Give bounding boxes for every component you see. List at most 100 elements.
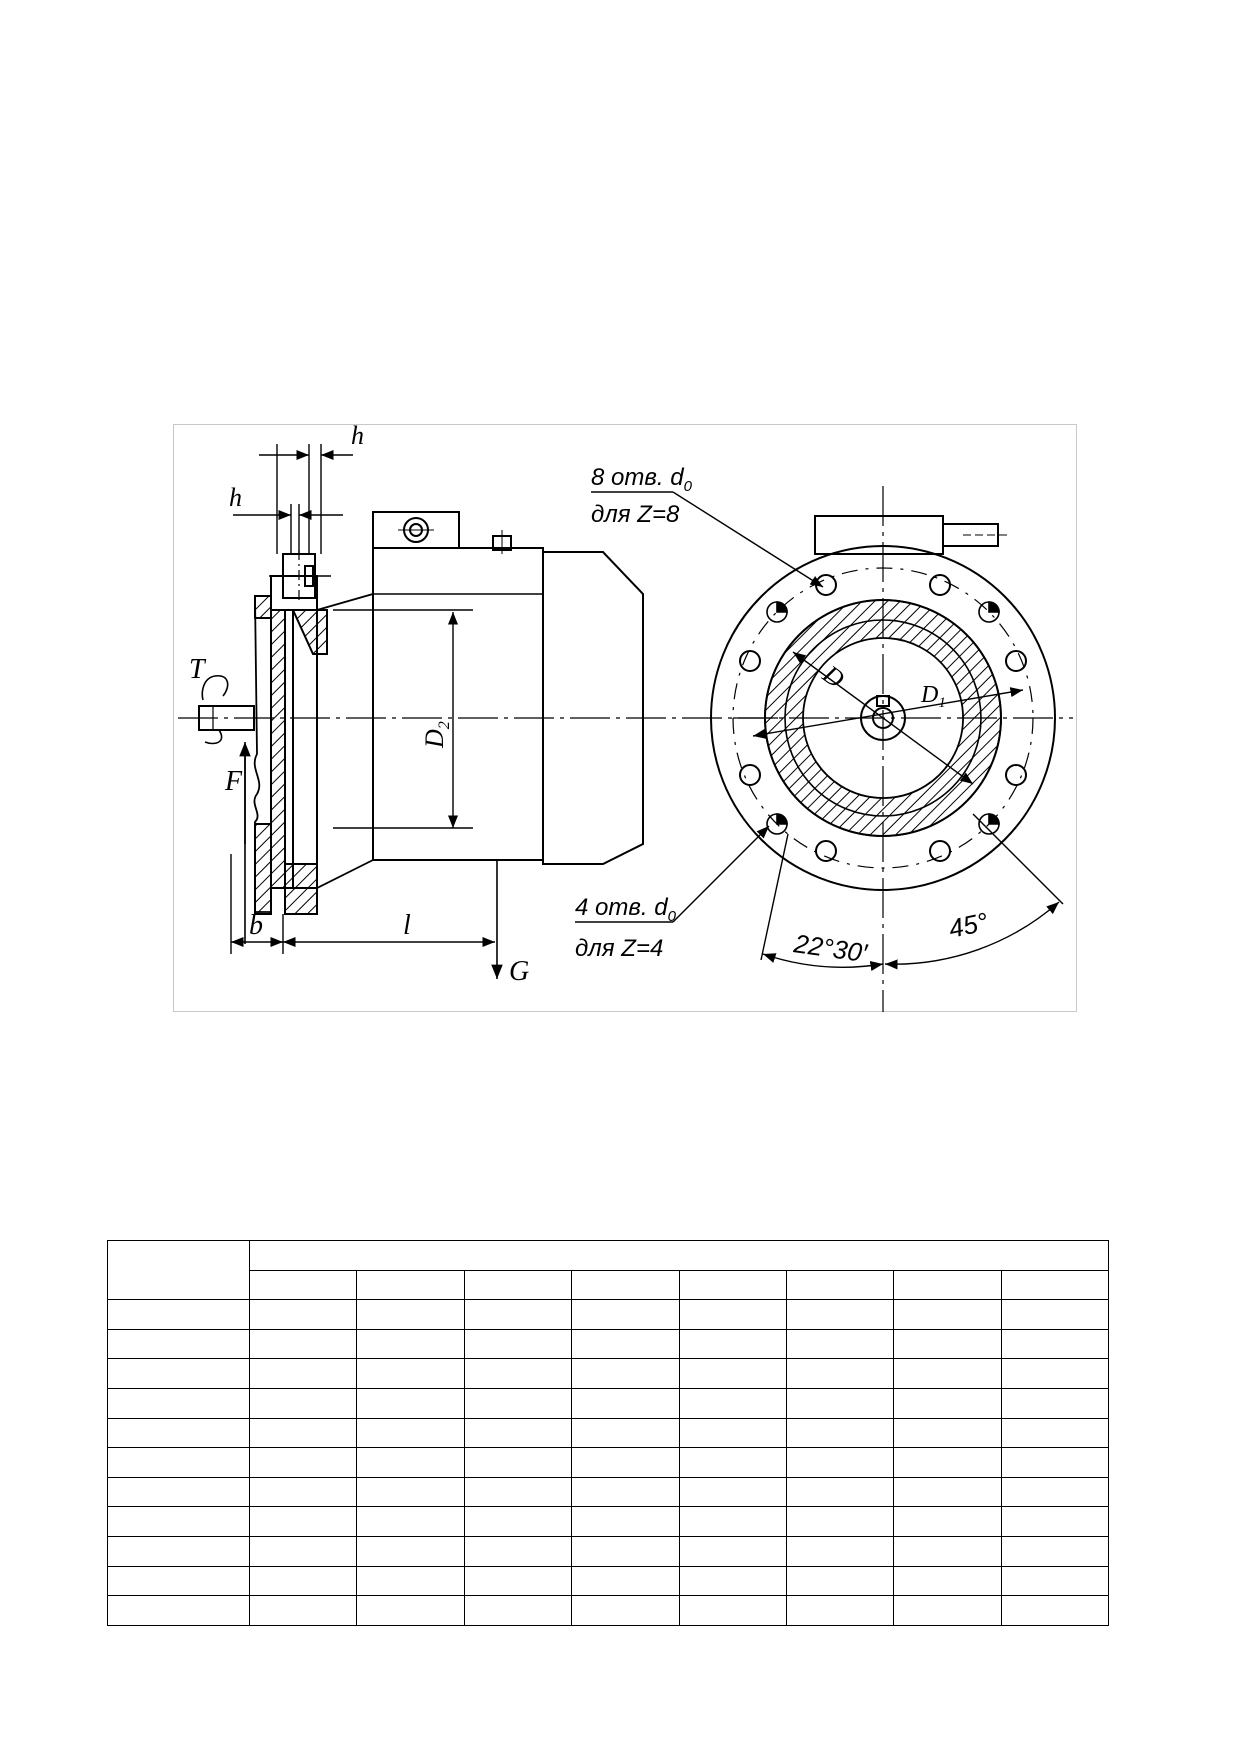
table-row (107, 1506, 1110, 1538)
table-cell (678, 1328, 787, 1360)
table-cell (463, 1476, 573, 1508)
table-cell (463, 1358, 573, 1390)
table-cell (107, 1476, 250, 1508)
table-cell (248, 1417, 358, 1449)
angle-small-label: 22°30′ (791, 928, 870, 968)
table-cell (463, 1299, 573, 1330)
table-subheader-row (108, 1269, 1110, 1301)
table-cell (785, 1476, 895, 1508)
table-cell (785, 1506, 895, 1538)
table-cell (356, 1417, 465, 1449)
moment-T-label: T (189, 654, 207, 685)
table-cell (785, 1299, 895, 1330)
table-cell (1000, 1536, 1110, 1567)
dim-D1-group: D1 (920, 682, 946, 711)
table-cell (785, 1536, 895, 1567)
table-row (107, 1447, 1110, 1478)
table-row (107, 1358, 1110, 1390)
dim-D2-sub: 2 (436, 721, 453, 729)
table-row (107, 1388, 1110, 1419)
table-cell (1000, 1595, 1110, 1626)
note-8-holes-line1: 8 отв. d0 (591, 464, 693, 495)
table-cell (356, 1506, 465, 1538)
table-cell (1000, 1417, 1110, 1449)
svg-text:D2: D2 (420, 721, 453, 749)
table-cell (785, 1447, 895, 1478)
table-cell (356, 1299, 465, 1330)
table-header-cell (107, 1239, 250, 1301)
table-cell (1000, 1269, 1110, 1301)
table-cell (1000, 1565, 1110, 1597)
table-cell (893, 1417, 1002, 1449)
table-cell (356, 1328, 465, 1360)
table-row (107, 1299, 1110, 1330)
table-cell (893, 1269, 1002, 1301)
table-cell (571, 1506, 680, 1538)
table-cell (678, 1595, 787, 1626)
table-row (107, 1417, 1110, 1449)
table-cell (571, 1299, 680, 1330)
table-cell (571, 1595, 680, 1626)
table-cell (463, 1417, 573, 1449)
side-dimensions (230, 444, 495, 954)
table-cell (248, 1269, 358, 1301)
table-cell (248, 1536, 358, 1567)
table-cell (356, 1565, 465, 1597)
table-row (107, 1565, 1110, 1597)
table-cell (463, 1269, 573, 1301)
table-cell (678, 1358, 787, 1390)
table-cell (107, 1506, 250, 1538)
table-cell (248, 1565, 358, 1597)
table-cell (356, 1388, 465, 1419)
table-cell (571, 1269, 680, 1301)
table-cell (1000, 1506, 1110, 1538)
table-cell (893, 1447, 1002, 1478)
table-cell (248, 1328, 358, 1360)
note-4-holes-line2: для Z=4 (575, 935, 663, 962)
table-cell (107, 1328, 250, 1360)
table-header-cell (249, 1240, 1109, 1271)
table-row (107, 1595, 1110, 1626)
table-cell (678, 1476, 787, 1508)
table-cell (785, 1417, 895, 1449)
table-cell (893, 1328, 1002, 1360)
drawing-figure: h h T F G b l D2 D D1 8 отв. d0 для Z=8 … (173, 424, 1077, 1012)
table-cell (248, 1447, 358, 1478)
dim-D1-label: D (920, 682, 938, 708)
table-cell (893, 1476, 1002, 1508)
weight-G-label: G (509, 956, 529, 987)
table-cell (893, 1358, 1002, 1390)
table-cell (1000, 1299, 1110, 1330)
table-cell (893, 1388, 1002, 1419)
table-cell (356, 1269, 465, 1301)
data-table (107, 1239, 1110, 1626)
dim-h-top-label: h (351, 424, 364, 450)
table-cell (356, 1358, 465, 1390)
table-cell (893, 1299, 1002, 1330)
table-cell (356, 1476, 465, 1508)
table-cell (678, 1299, 787, 1330)
table-cell (678, 1269, 787, 1301)
table-cell (678, 1565, 787, 1597)
table-cell (248, 1476, 358, 1508)
table-cell (785, 1328, 895, 1360)
table-cell (463, 1595, 573, 1626)
table-cell (678, 1506, 787, 1538)
side-view (178, 511, 783, 979)
table-cell (248, 1299, 358, 1330)
table-cell (248, 1358, 358, 1390)
table-cell (571, 1417, 680, 1449)
table-cell (463, 1447, 573, 1478)
end-dimensions (575, 491, 1064, 971)
table-cell (463, 1565, 573, 1597)
table-cell (248, 1388, 358, 1419)
note-4-holes-line1: 4 отв. d0 (575, 894, 677, 925)
table-cell (678, 1447, 787, 1478)
table-row (107, 1328, 1110, 1360)
note-8-holes-line2: для Z=8 (591, 501, 680, 528)
table-cell (107, 1565, 250, 1597)
table-cell (248, 1595, 358, 1626)
table-cell (893, 1565, 1002, 1597)
table-cell (678, 1536, 787, 1567)
end-view (710, 486, 1073, 1012)
